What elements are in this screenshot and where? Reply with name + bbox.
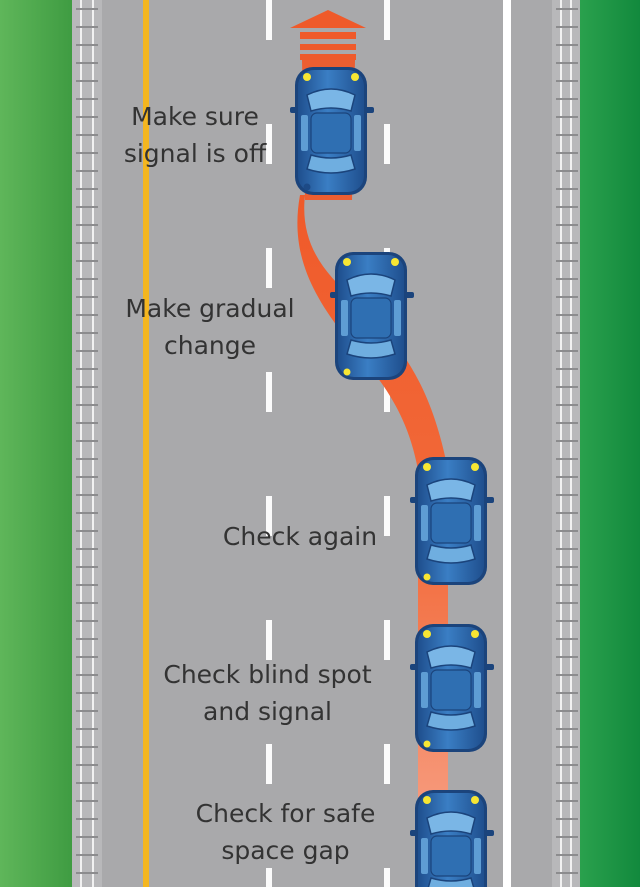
lane-dashes bbox=[266, 0, 390, 892]
left-shoulder bbox=[72, 0, 102, 887]
up-arrow-icon bbox=[290, 10, 366, 60]
car-icon bbox=[330, 252, 414, 380]
left-grass bbox=[0, 0, 72, 887]
right-grass bbox=[580, 0, 640, 887]
white-edge-line bbox=[503, 0, 511, 887]
right-shoulder bbox=[552, 0, 580, 887]
car-icon bbox=[410, 790, 494, 892]
step-label-check-again: Check again bbox=[222, 522, 378, 551]
car-icon bbox=[410, 624, 494, 752]
car-icon bbox=[290, 67, 374, 195]
rumble-strips bbox=[76, 0, 578, 887]
yellow-edge-line bbox=[143, 0, 149, 887]
car-icon bbox=[410, 457, 494, 585]
